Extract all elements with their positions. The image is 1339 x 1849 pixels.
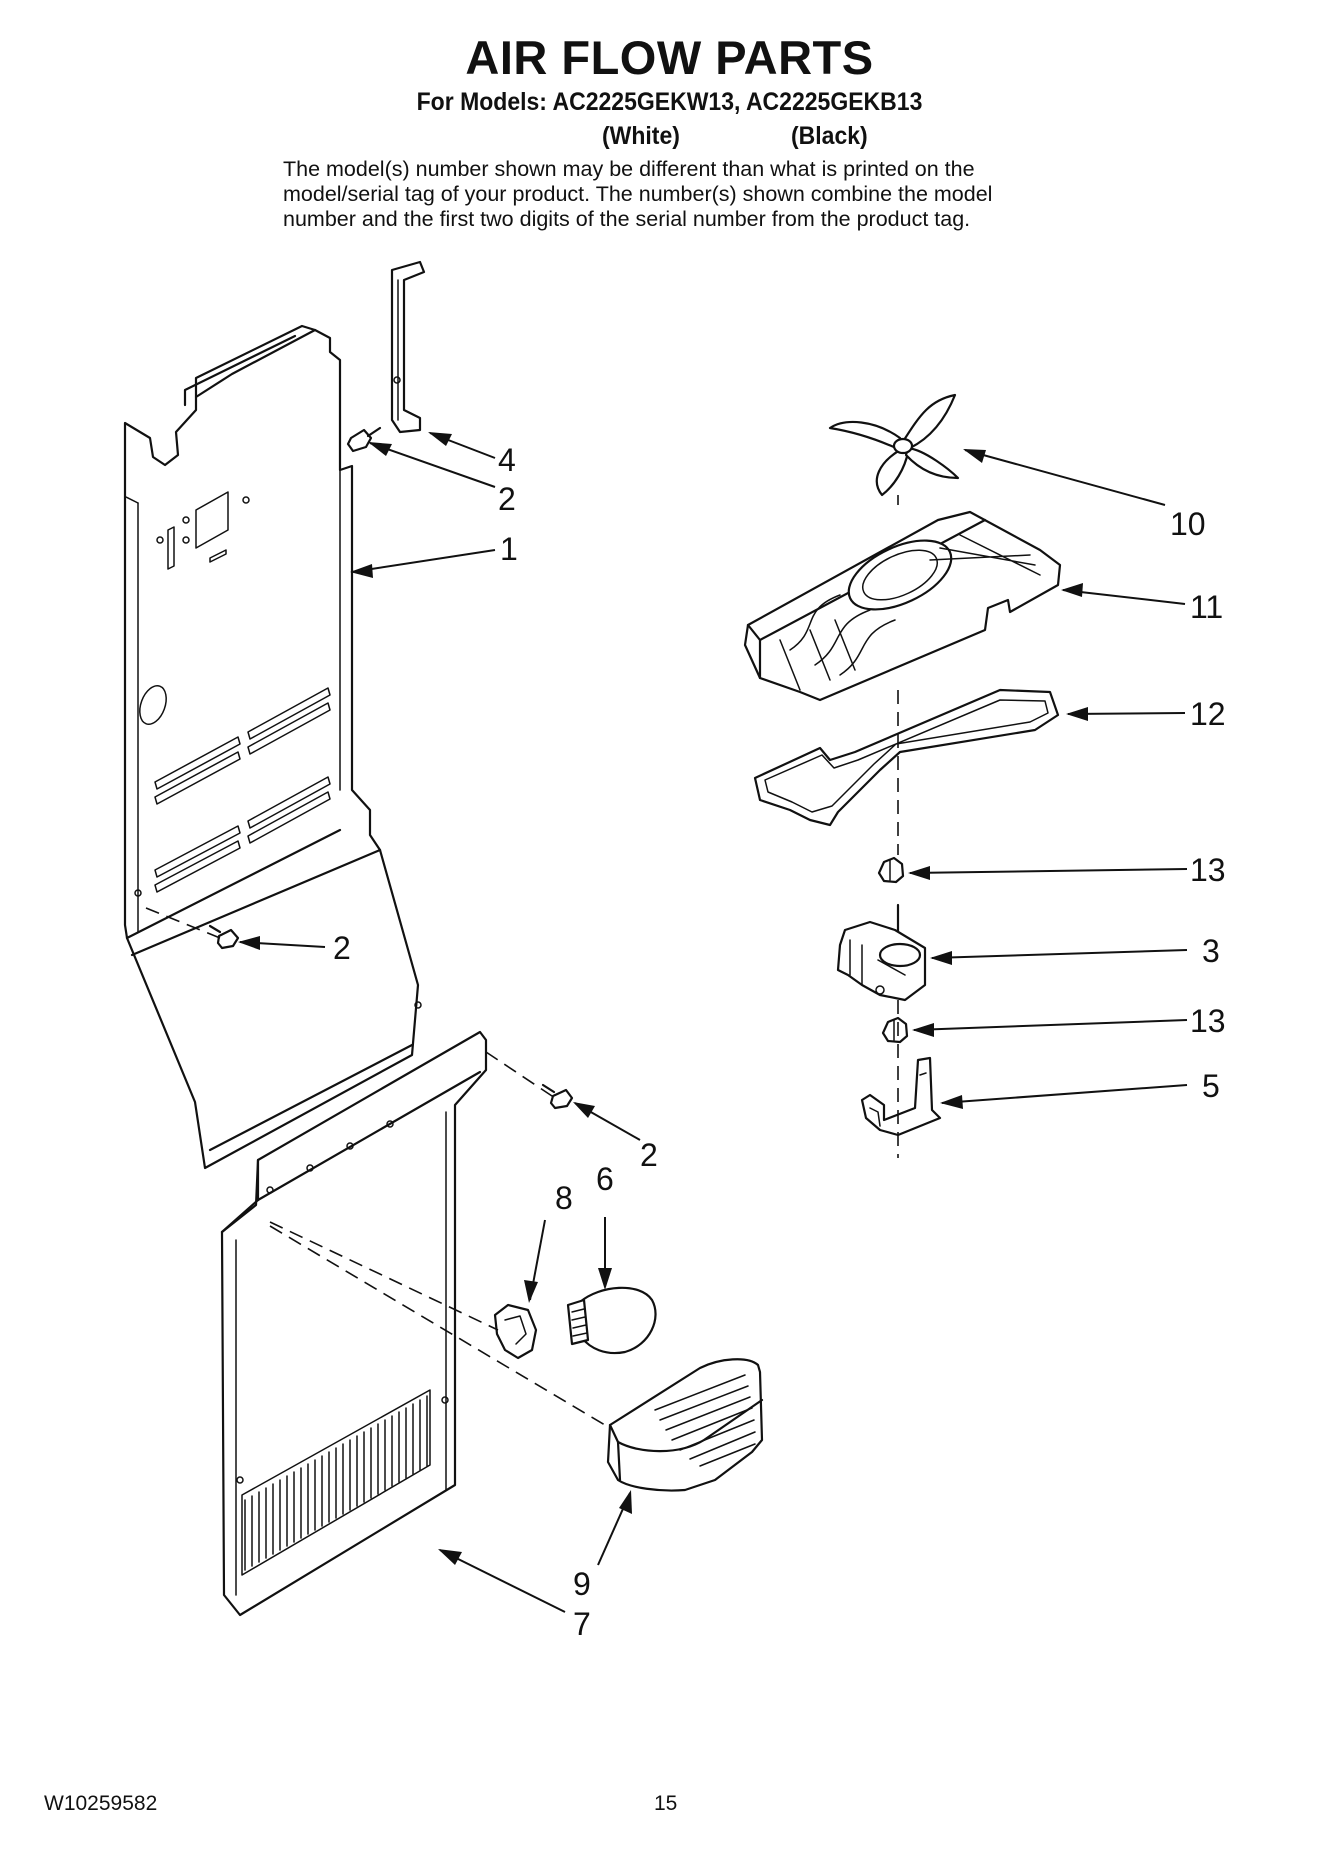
page-number: 15 bbox=[654, 1792, 678, 1815]
bracket-part bbox=[390, 260, 426, 434]
screw-part-upper bbox=[346, 426, 382, 453]
callout-leaders bbox=[238, 432, 1188, 1613]
variant-white-label: (White) bbox=[602, 122, 680, 150]
callout-11: 11 bbox=[1190, 589, 1223, 625]
screw-part-middle bbox=[208, 924, 240, 950]
callout-1: 1 bbox=[500, 531, 518, 567]
light-shield-part bbox=[606, 1358, 764, 1492]
note-line-2: model/serial tag of your product. The nu… bbox=[283, 182, 993, 206]
callout-2-lower: 2 bbox=[640, 1137, 658, 1173]
callout-12: 12 bbox=[1190, 696, 1226, 732]
callout-5: 5 bbox=[1202, 1068, 1220, 1104]
fan-blade-part bbox=[828, 393, 960, 497]
note-line-1: The model(s) number shown may be differe… bbox=[283, 157, 975, 181]
air-duct-cover-part bbox=[123, 324, 422, 1170]
fan-motor-part bbox=[836, 903, 927, 1002]
model-number-note: The model(s) number shown may be differe… bbox=[283, 157, 1083, 232]
note-line-3: number and the first two digits of the s… bbox=[283, 207, 971, 231]
nut-part-upper bbox=[877, 856, 905, 884]
callout-13-upper: 13 bbox=[1190, 852, 1226, 888]
callout-4: 4 bbox=[498, 442, 516, 478]
callout-3: 3 bbox=[1202, 933, 1220, 969]
lower-duct-panel-part bbox=[220, 1030, 488, 1617]
motor-bracket-part bbox=[860, 1056, 942, 1137]
gasket-part bbox=[753, 688, 1060, 827]
callout-6: 6 bbox=[596, 1161, 614, 1197]
models-line: For Models: AC2225GEKW13, AC2225GEKB13 bbox=[416, 88, 923, 116]
callout-8: 8 bbox=[555, 1180, 573, 1216]
page-title: AIR FLOW PARTS bbox=[465, 31, 874, 84]
callout-13-lower: 13 bbox=[1190, 1003, 1226, 1039]
callout-2-middle: 2 bbox=[333, 930, 351, 966]
document-number: W10259582 bbox=[44, 1792, 158, 1815]
callout-10: 10 bbox=[1170, 506, 1206, 542]
light-bulb-part bbox=[566, 1286, 657, 1355]
callout-2-upper: 2 bbox=[498, 481, 516, 517]
nut-part-lower bbox=[881, 1016, 909, 1044]
callout-7: 7 bbox=[573, 1606, 591, 1642]
lamp-socket-part bbox=[493, 1303, 538, 1360]
screw-part-lower bbox=[541, 1083, 574, 1110]
callout-9: 9 bbox=[573, 1566, 591, 1602]
fan-housing-part bbox=[743, 510, 1062, 702]
variant-black-label: (Black) bbox=[791, 122, 868, 150]
